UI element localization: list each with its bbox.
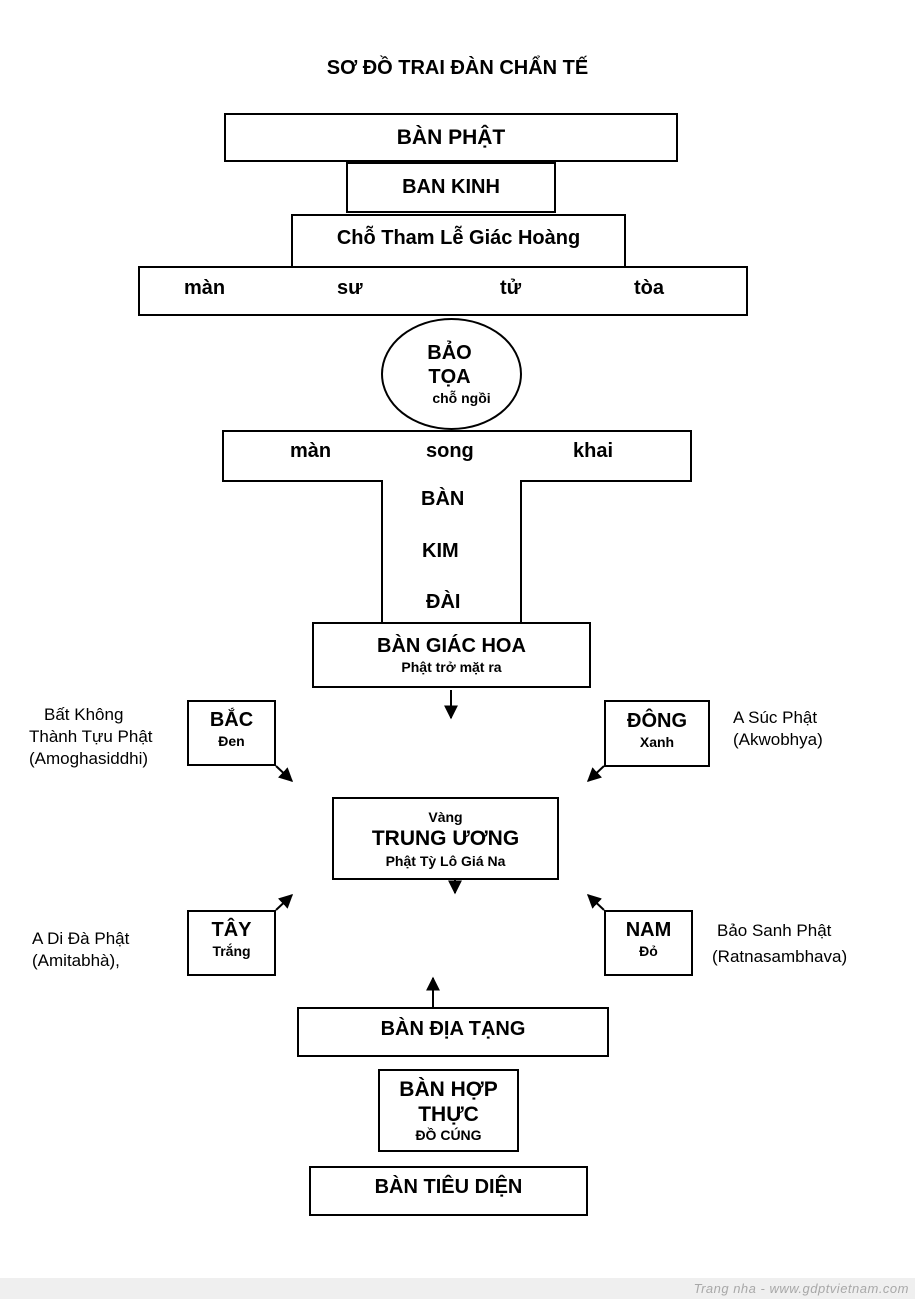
arrow-dong-to-center: [586, 765, 605, 782]
arrow-bac-to-center: [275, 765, 294, 782]
dong-side-line1: A Súc Phật: [733, 708, 818, 727]
ban-kim-dai-line3: ĐÀI: [426, 591, 461, 613]
ban-tieu-dien-box: BÀN TIÊU DIỆN: [309, 1166, 588, 1216]
man-su-tu-toa-word-1: màn: [184, 277, 226, 299]
ban-dia-tang-box: BÀN ĐỊA TẠNG: [297, 1007, 609, 1057]
tay-box: TÂY Trắng: [187, 910, 276, 976]
tay-title: TÂY: [211, 919, 252, 941]
arrow-tay-from-center: [275, 894, 294, 911]
nam-side-line2: (Ratnasambhava): [712, 947, 848, 966]
trung-uong-box: Vàng TRUNG ƯƠNG Phật Tỳ Lô Giá Na: [332, 797, 559, 880]
footer-bar: Trang nha - www.gdptvietnam.com: [0, 1278, 915, 1299]
man-su-tu-toa-box: màn sư tử tòa: [138, 266, 748, 316]
tay-side-line2: (Amitabhà),: [32, 951, 120, 970]
bac-buddha-label: Bất Không Thành Tựu Phật (Amoghasiddhi): [29, 704, 153, 770]
man-su-tu-toa-word-2: sư: [337, 277, 363, 299]
bac-sub: Đen: [218, 733, 245, 749]
trung-uong-title: TRUNG ƯƠNG: [371, 826, 520, 850]
man-song-khai-word-1: màn: [290, 440, 332, 462]
arrow-nam-from-center: [586, 894, 605, 911]
ban-kim-dai-line2: KIM: [422, 540, 459, 562]
ban-kinh-box: BAN KINH: [346, 162, 556, 213]
bac-side-line1: Bất Không: [44, 705, 124, 724]
ban-giac-hoa-title: BÀN GIÁC HOA: [377, 635, 526, 657]
nam-buddha-label: Bảo Sanh Phật (Ratnasambhava): [712, 920, 847, 968]
ban-hop-thuc-line2: THỰC: [418, 1103, 479, 1126]
man-song-khai-word-2: song: [426, 440, 474, 462]
diagram-title: SƠ ĐỒ TRAI ĐÀN CHẨN TẾ: [326, 57, 589, 79]
nam-side-line1: Bảo Sanh Phật: [717, 921, 832, 940]
ban-hop-thuc-sub: ĐỒ CÚNG: [415, 1127, 482, 1143]
trung-uong-sub: Phật Tỳ Lô Giá Na: [385, 852, 506, 869]
dong-side-line2: (Akwobhya): [733, 730, 823, 749]
tay-side-line1: A Di Đà Phật: [32, 929, 130, 948]
dong-sub: Xanh: [639, 733, 675, 750]
footer-credit: Trang nha - www.gdptvietnam.com: [693, 1281, 909, 1296]
man-song-khai-box: màn song khai: [222, 430, 692, 482]
ban-giac-hoa-box: BÀN GIÁC HOA Phật trở mặt ra: [312, 622, 591, 688]
tay-sub: Trắng: [212, 943, 251, 959]
man-su-tu-toa-word-3: tử: [500, 277, 522, 299]
ban-hop-thuc-line1: BÀN HỢP: [399, 1078, 498, 1101]
ban-dia-tang-label: BÀN ĐỊA TẠNG: [380, 1017, 526, 1040]
ban-kim-dai-line1: BÀN: [421, 488, 465, 510]
man-song-khai-word-3: khai: [573, 440, 614, 462]
bao-toa-sub: chỗ ngồi: [432, 390, 491, 406]
bac-side-line3: (Amoghasiddhi): [29, 749, 149, 768]
bac-title: BẮC: [209, 709, 254, 731]
ban-phat-label: BÀN PHẬT: [396, 125, 506, 149]
dong-buddha-label: A Súc Phật (Akwobhya): [733, 707, 823, 751]
ban-phat-box: BÀN PHẬT: [224, 113, 678, 162]
dong-title: ĐÔNG: [627, 709, 687, 732]
tay-buddha-label: A Di Đà Phật (Amitabhà),: [32, 928, 129, 972]
ban-giac-hoa-sub: Phật trở mặt ra: [401, 659, 502, 675]
nam-box: NAM Đỏ: [604, 910, 693, 976]
bac-side-line2: Thành Tựu Phật: [29, 727, 153, 746]
bao-toa-circle: BẢO TỌA chỗ ngồi: [381, 318, 522, 430]
bao-toa-line1: BẢO: [427, 342, 472, 364]
man-su-tu-toa-word-4: tòa: [634, 277, 664, 299]
bac-box: BẮC Đen: [187, 700, 276, 766]
cho-tham-le-label: Chỗ Tham Lễ Giác Hoàng: [336, 226, 581, 249]
ban-kinh-label: BAN KINH: [402, 176, 500, 198]
bao-toa-line2: TỌA: [428, 366, 471, 388]
ban-tieu-dien-label: BÀN TIÊU DIỆN: [374, 1175, 523, 1198]
dong-box: ĐÔNG Xanh: [604, 700, 710, 767]
nam-title: NAM: [625, 919, 672, 941]
ban-kim-dai-box: BÀN KIM ĐÀI: [381, 480, 522, 624]
trung-uong-top: Vàng: [428, 808, 463, 825]
ban-hop-thuc-box: BÀN HỢP THỰC ĐỒ CÚNG: [378, 1069, 519, 1152]
nam-sub: Đỏ: [639, 943, 658, 959]
